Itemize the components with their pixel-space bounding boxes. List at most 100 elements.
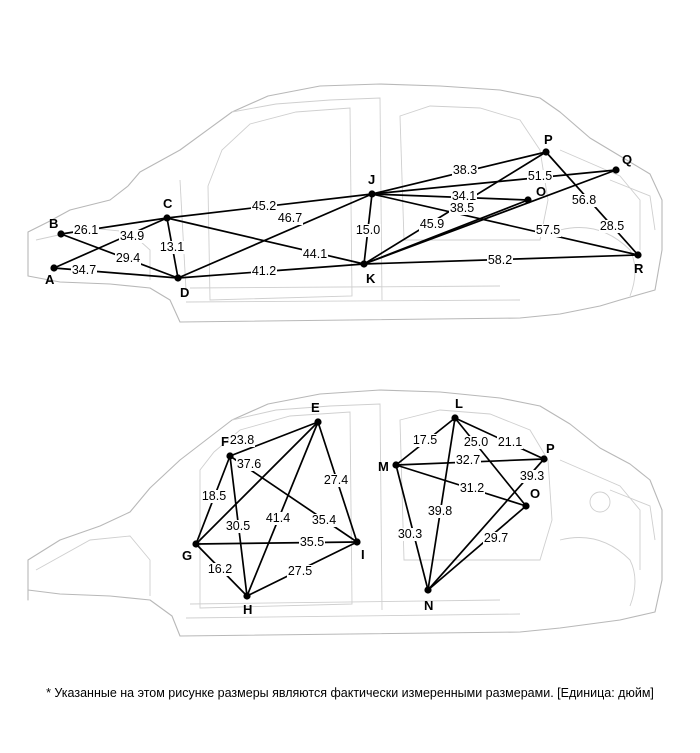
measure-value-bg bbox=[115, 252, 141, 265]
measure-value-bg bbox=[229, 434, 255, 447]
measure-value-bg bbox=[355, 224, 381, 237]
point-n-label: N bbox=[424, 598, 433, 613]
point-f-label: F bbox=[221, 434, 229, 449]
point-o-marker bbox=[524, 196, 532, 204]
measure-line-c-a bbox=[53, 217, 168, 269]
point-m-marker bbox=[392, 461, 400, 469]
point-a-marker bbox=[50, 264, 58, 272]
measure-value-j-r: 57.5 bbox=[536, 223, 560, 237]
measure-value-bg bbox=[299, 536, 325, 549]
point-p-label: P bbox=[544, 132, 553, 147]
measure-value-bg bbox=[119, 230, 145, 243]
point-h-label: H bbox=[243, 602, 252, 617]
measure-value-bg bbox=[519, 470, 545, 483]
measure-value-bg bbox=[311, 514, 337, 527]
measure-value-bg bbox=[452, 164, 478, 177]
point-o-marker bbox=[522, 502, 530, 510]
measure-value-j-p: 38.3 bbox=[453, 163, 477, 177]
measure-line-k-q bbox=[363, 169, 617, 265]
measure-value-h-i: 27.5 bbox=[288, 564, 312, 578]
measure-value-k-q: 56.8 bbox=[572, 193, 596, 207]
measure-line-m-n bbox=[395, 464, 429, 591]
measure-value-k-r: 58.2 bbox=[488, 253, 512, 267]
car-body-outline-top bbox=[27, 83, 663, 323]
measure-value-d-k: 41.2 bbox=[252, 264, 276, 278]
car-body-outline-bottom bbox=[27, 389, 663, 637]
measure-value-n-o: 29.7 bbox=[484, 531, 508, 545]
measure-value-bg bbox=[483, 532, 509, 545]
measure-value-c-d: 13.1 bbox=[160, 240, 184, 254]
measure-value-d-j: 46.7 bbox=[278, 211, 302, 225]
point-e-label: E bbox=[311, 400, 320, 415]
measure-value-g-i: 35.5 bbox=[300, 535, 324, 549]
point-p-marker bbox=[540, 455, 548, 463]
measure-line-g-e bbox=[195, 421, 319, 545]
measure-value-g-h: 16.2 bbox=[208, 562, 232, 576]
measure-value-bg bbox=[599, 220, 625, 233]
measure-value-bg bbox=[302, 248, 328, 261]
measure-value-k-o: 38.5 bbox=[450, 201, 474, 215]
measure-value-bg bbox=[527, 170, 553, 183]
point-f-marker bbox=[226, 452, 234, 460]
point-k-marker bbox=[360, 260, 368, 268]
measure-value-bg bbox=[71, 264, 97, 277]
point-q-label: Q bbox=[622, 152, 632, 167]
measure-line-j-r bbox=[371, 193, 639, 256]
measure-value-c-j: 45.2 bbox=[252, 199, 276, 213]
point-d-marker bbox=[174, 274, 182, 282]
measure-line-l-n bbox=[427, 417, 456, 591]
measure-value-bg bbox=[201, 490, 227, 503]
measure-value-bg bbox=[455, 454, 481, 467]
point-g-marker bbox=[192, 540, 200, 548]
measure-value-bg bbox=[535, 224, 561, 237]
measure-value-bg bbox=[236, 458, 262, 471]
measure-value-bg bbox=[277, 212, 303, 225]
measure-value-bg bbox=[487, 254, 513, 267]
measure-value-b-d: 29.4 bbox=[116, 251, 140, 265]
measure-value-bg bbox=[427, 505, 453, 518]
measure-line-g-i bbox=[195, 541, 358, 545]
measure-value-bg bbox=[497, 436, 523, 449]
measure-value-c-a: 34.9 bbox=[120, 229, 144, 243]
point-o-label: O bbox=[536, 184, 546, 199]
point-k-label: K bbox=[366, 271, 376, 286]
measure-value-bg bbox=[449, 202, 475, 215]
point-i-label: I bbox=[361, 547, 365, 562]
measure-line-h-e bbox=[246, 421, 319, 597]
measure-value-bg bbox=[287, 565, 313, 578]
measure-value-b-c: 26.1 bbox=[74, 223, 98, 237]
measure-value-bg bbox=[323, 474, 349, 487]
measure-value-f-i: 35.4 bbox=[312, 513, 336, 527]
measure-line-f-e bbox=[229, 421, 319, 457]
point-e-marker bbox=[314, 418, 322, 426]
measure-value-bg bbox=[159, 241, 185, 254]
measure-value-f-g: 18.5 bbox=[202, 489, 226, 503]
measure-value-bg bbox=[251, 200, 277, 213]
measure-value-l-p: 21.1 bbox=[498, 435, 522, 449]
point-j-marker bbox=[368, 190, 376, 198]
measure-value-a-d: 34.7 bbox=[72, 263, 96, 277]
measure-value-g-e: 37.6 bbox=[237, 457, 261, 471]
measure-line-d-j bbox=[177, 193, 373, 279]
measure-value-bg bbox=[73, 224, 99, 237]
measure-line-j-q bbox=[371, 169, 617, 195]
point-n-marker bbox=[424, 586, 432, 594]
measure-value-bg bbox=[207, 563, 233, 576]
measure-value-j-k: 15.0 bbox=[356, 223, 380, 237]
measure-value-bg bbox=[251, 265, 277, 278]
measure-value-p-r: 28.5 bbox=[600, 219, 624, 233]
point-b-marker bbox=[57, 230, 65, 238]
point-q-marker bbox=[612, 166, 620, 174]
measure-value-l-n: 39.8 bbox=[428, 504, 452, 518]
footnote: * Указанные на этом рисунке размеры явля… bbox=[46, 686, 654, 700]
point-i-marker bbox=[353, 538, 361, 546]
measure-value-bg bbox=[397, 528, 423, 541]
measure-value-l-o: 25.0 bbox=[464, 435, 488, 449]
point-p-label: P bbox=[546, 441, 555, 456]
point-h-marker bbox=[243, 592, 251, 600]
measure-value-c-k: 44.1 bbox=[303, 247, 327, 261]
measure-line-c-k bbox=[166, 217, 365, 265]
point-j-label: J bbox=[368, 172, 375, 187]
